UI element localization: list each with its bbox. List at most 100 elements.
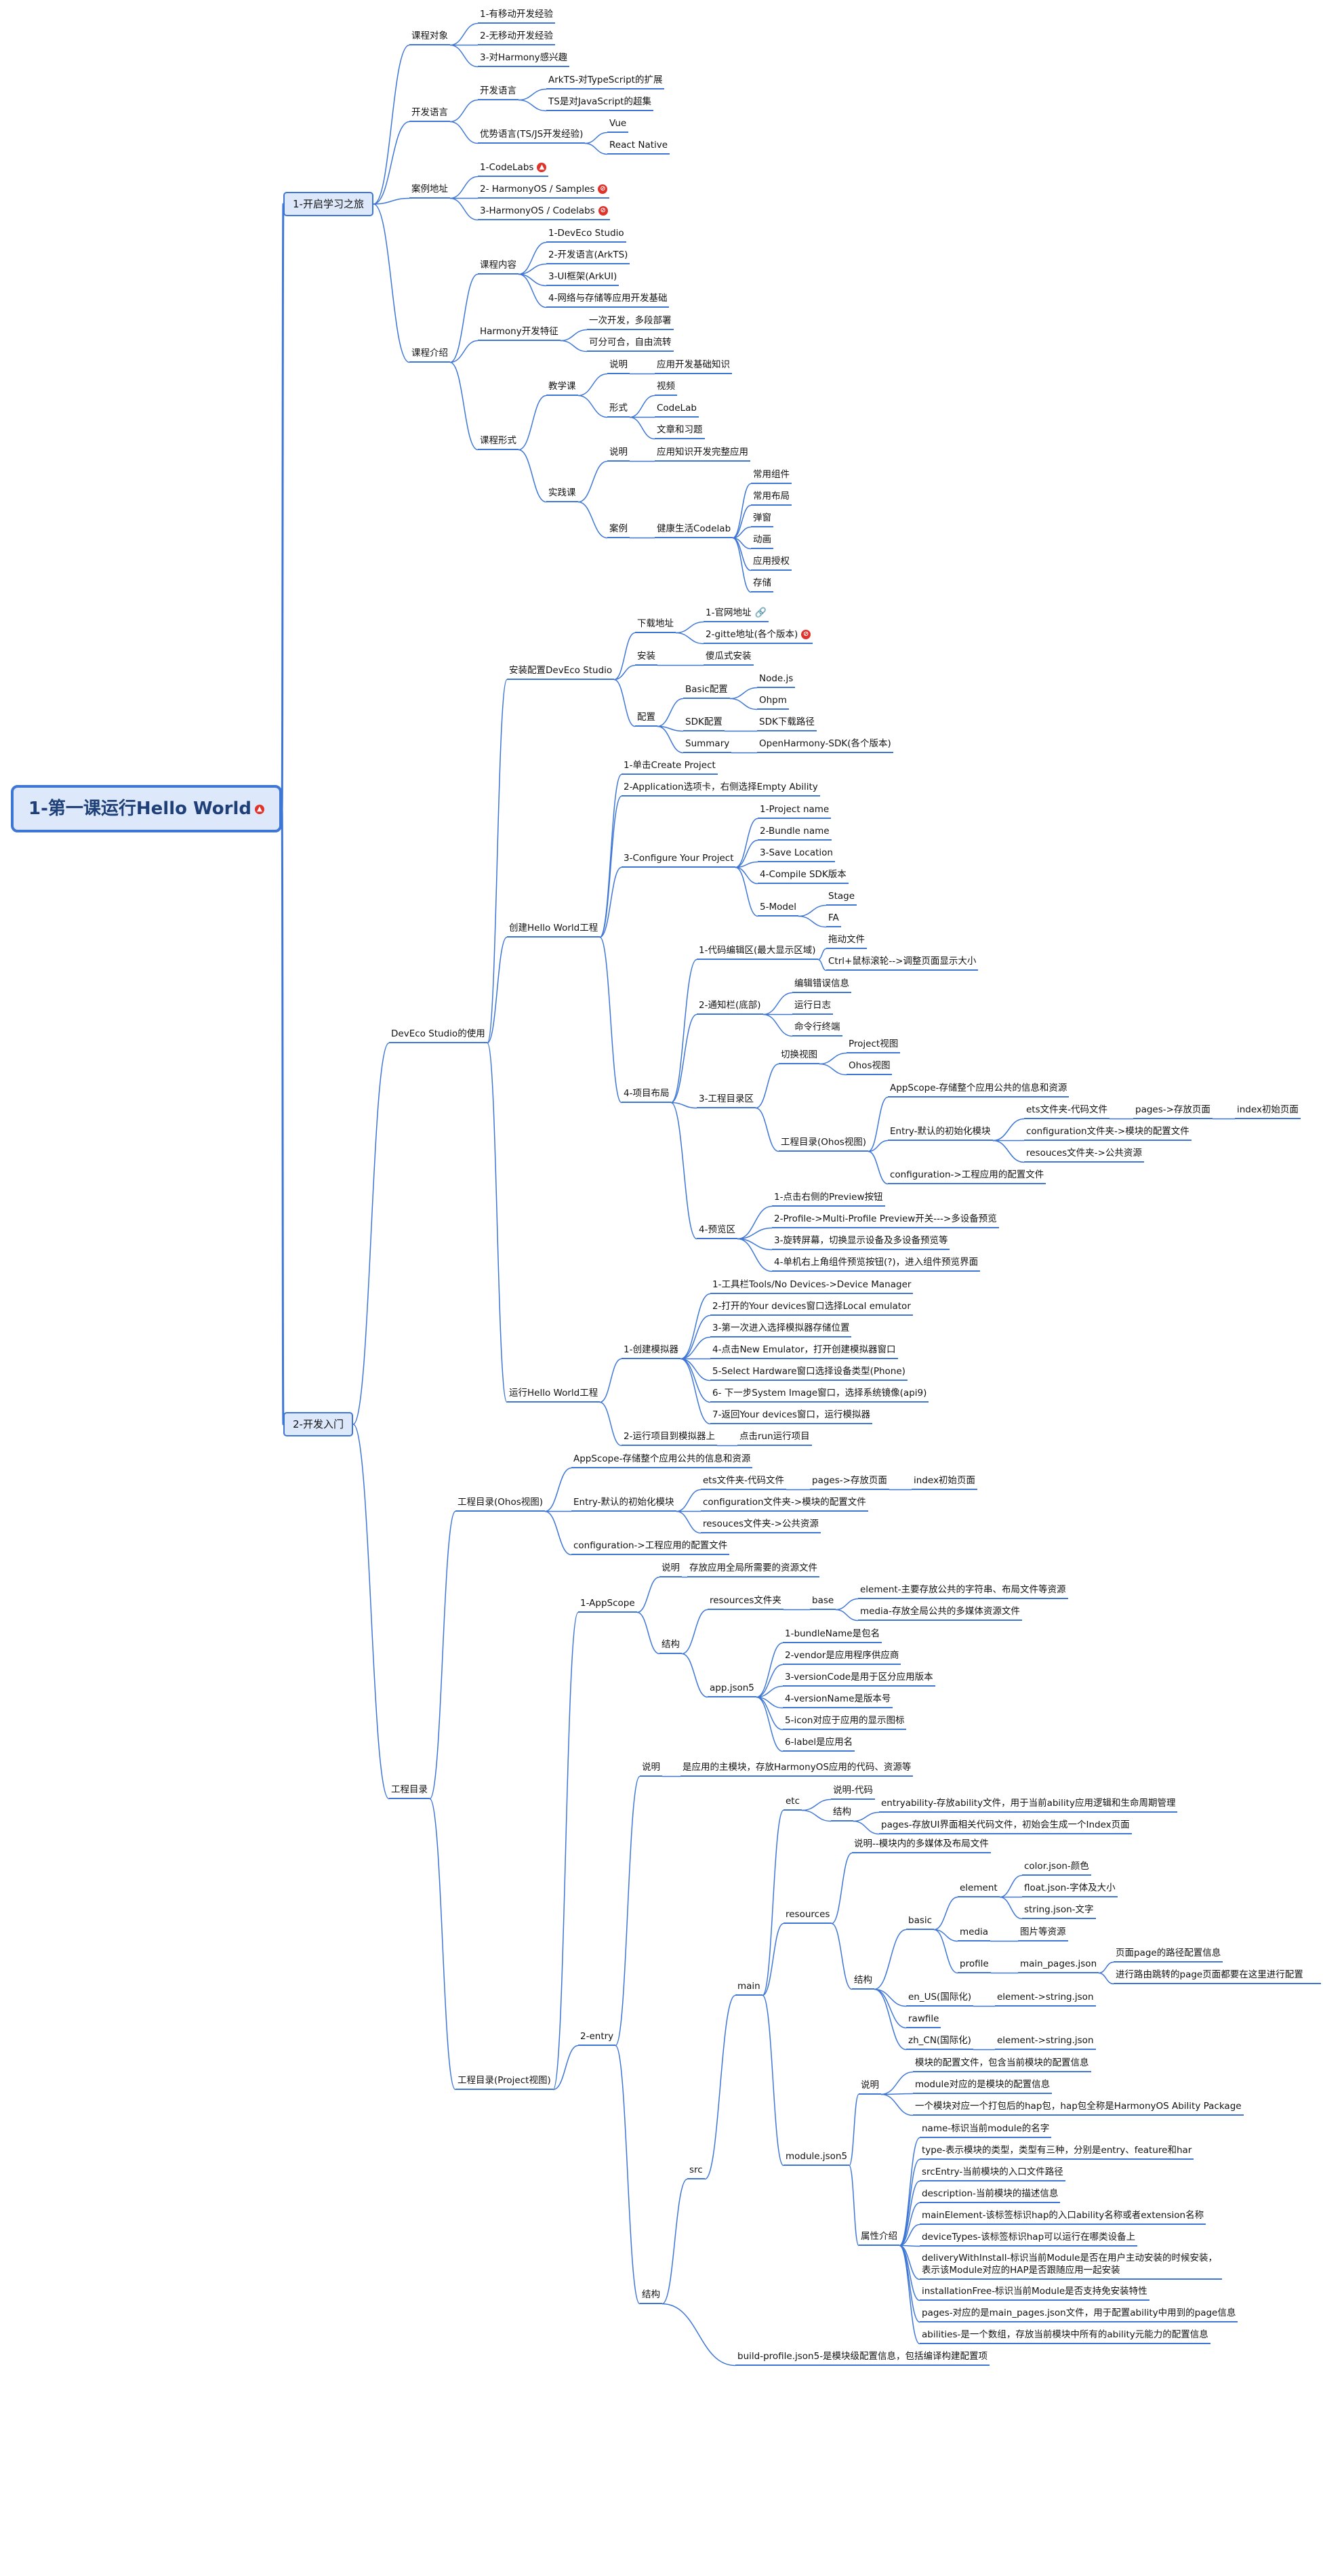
topic-node-basic[interactable]: Basic配置	[683, 683, 730, 699]
topic-node-7-your-devices[interactable]: 7-返回Your devices窗口，运行模拟器	[710, 1409, 872, 1424]
topic-node-1[interactable]: 1-创建模拟器	[622, 1344, 680, 1359]
topic-node[interactable]: 傻瓜式安装	[704, 650, 754, 666]
topic-node-media[interactable]: media	[958, 1926, 991, 1941]
topic-node-module[interactable]: module对应的是模块的配置信息	[913, 2078, 1053, 2094]
topic-node[interactable]: 安装	[635, 650, 657, 666]
topic-node[interactable]: 结构	[852, 1974, 874, 1990]
topic-node-codelab[interactable]: 健康生活Codelab	[655, 523, 733, 538]
topic-node-color-json[interactable]: color.json-颜色	[1022, 1860, 1091, 1876]
topic-node-configuration[interactable]: configuration文件夹->模块的配置文件	[701, 1496, 868, 1512]
topic-node-abilities-ability[interactable]: abilities-是一个数组，存放当前模块中所有的ability元能力的配置信…	[920, 2329, 1210, 2344]
topic-node-summary[interactable]: Summary	[683, 738, 732, 753]
topic-node[interactable]: 说明--模块内的多媒体及布局文件	[852, 1838, 991, 1853]
topic-node[interactable]: 实践课	[546, 487, 578, 502]
topic-node-ts-javascript[interactable]: TS是对JavaScript的超集	[546, 96, 653, 111]
topic-node-arkts-typescript[interactable]: ArkTS-对TypeScript的扩展	[546, 74, 665, 89]
topic-node-4[interactable]: 4-预览区	[697, 1224, 737, 1239]
topic-node[interactable]: 模块的配置文件，包含当前模块的配置信息	[913, 2057, 1091, 2072]
topic-node-main-pages-json[interactable]: main_pages.json	[1018, 1958, 1099, 1973]
topic-node-hap-hap-harmonyos-ability-package[interactable]: 一个模块对应一个打包后的hap包，hap包全称是HarmonyOS Abilit…	[913, 2100, 1244, 2116]
topic-node-2-harmonyos-samples[interactable]: 2- HarmonyOS / Samples⊘	[478, 183, 610, 199]
topic-node-harmony[interactable]: Harmony开发特征	[478, 325, 561, 341]
topic-node-hello-world[interactable]: 运行Hello World工程	[507, 1387, 601, 1403]
topic-node-ohos[interactable]: Ohos视图	[847, 1060, 893, 1075]
topic-node-2[interactable]: 2-通知栏(底部)	[697, 999, 763, 1015]
topic-node-element[interactable]: element	[958, 1882, 1000, 1897]
topic-node-2[interactable]: 2-开发入门	[283, 1412, 353, 1436]
topic-node[interactable]: 动画	[751, 534, 773, 549]
topic-node-name-module[interactable]: name-标识当前module的名字	[920, 2122, 1052, 2138]
topic-node[interactable]: 应用开发基础知识	[655, 359, 732, 374]
topic-node-type-entry-feature-har[interactable]: type-表示模块的类型，类型有三种，分别是entry、feature和har	[920, 2144, 1194, 2160]
link-icon[interactable]: 🔗	[754, 607, 767, 618]
topic-node-element-string-json[interactable]: element->string.json	[995, 1991, 1096, 2007]
topic-node-pages[interactable]: pages->存放页面	[1133, 1104, 1213, 1119]
topic-node-1[interactable]: 1-官网地址🔗	[704, 607, 769, 622]
topic-node-2-bundle-name[interactable]: 2-Bundle name	[758, 825, 832, 841]
topic-node-1-create-project[interactable]: 1-单击Create Project	[622, 759, 718, 775]
topic-node-index[interactable]: index初始页面	[1235, 1104, 1301, 1119]
topic-node-4[interactable]: 4-单机右上角组件预览按钮(?)，进入组件预览界面	[772, 1256, 981, 1272]
topic-node-5-select-hardware-phone[interactable]: 5-Select Hardware窗口选择设备类型(Phone)	[710, 1365, 908, 1381]
topic-node-1-bundlename[interactable]: 1-bundleName是包名	[783, 1628, 882, 1643]
topic-node[interactable]: 案例	[607, 523, 630, 538]
topic-node-pages[interactable]: pages->存放页面	[810, 1474, 889, 1490]
topic-node-description[interactable]: description-当前模块的描述信息	[920, 2188, 1061, 2203]
topic-node-project[interactable]: 工程目录(Project视图)	[455, 2074, 553, 2090]
topic-node-configuration[interactable]: configuration文件夹->模块的配置文件	[1024, 1125, 1192, 1141]
topic-node[interactable]: 存储	[751, 577, 773, 592]
topic-node-installationfree-module[interactable]: installationFree-标识当前Module是否支持免安装特性	[920, 2285, 1149, 2301]
root-topic[interactable]: 1-第一课运行Hello World▲	[11, 785, 282, 832]
topic-node-5-model[interactable]: 5-Model	[758, 901, 798, 917]
topic-node[interactable]: 结构	[831, 1806, 853, 1822]
topic-node-etc[interactable]: etc	[783, 1795, 802, 1811]
topic-node[interactable]: 教学课	[546, 380, 578, 396]
topic-node-3[interactable]: 3-工程目录区	[697, 1093, 756, 1108]
topic-node-stage[interactable]: Stage	[826, 890, 857, 906]
topic-node-deveco-studio[interactable]: 安装配置DevEco Studio	[507, 664, 615, 680]
topic-node[interactable]: 下载地址	[635, 618, 676, 633]
topic-node-2-application-empty-ability[interactable]: 2-Application选项卡，右侧选择Empty Ability	[622, 781, 820, 797]
topic-node[interactable]: 课程形式	[478, 435, 518, 450]
topic-node-build-profile-json5[interactable]: build-profile.json5-是模块级配置信息，包括编译构建配置项	[735, 2350, 990, 2366]
topic-node-appscope[interactable]: AppScope-存储整个应用公共的信息和资源	[571, 1453, 753, 1468]
topic-node-2-gitte[interactable]: 2-gitte地址(各个版本)⊘	[704, 628, 813, 644]
topic-node-basic[interactable]: basic	[906, 1914, 935, 1930]
topic-node-srcentry[interactable]: srcEntry-当前模块的入口文件路径	[920, 2166, 1065, 2181]
topic-node-pages-main-pages-json-ability-page[interactable]: pages-对应的是main_pages.json文件，用于配置ability中…	[920, 2307, 1238, 2322]
topic-node[interactable]: 工程目录	[389, 1784, 430, 1799]
topic-node-1[interactable]: 1-开启学习之旅	[283, 192, 373, 216]
topic-node[interactable]: 可分可合，自由流转	[587, 336, 674, 352]
topic-node-mainelement-hap-ability-extension[interactable]: mainElement-该标签标识hap的入口ability名称或者extens…	[920, 2209, 1206, 2225]
topic-node-4[interactable]: 4-网络与存储等应用开发基础	[546, 292, 670, 308]
topic-node-hello-world[interactable]: 创建Hello World工程	[507, 922, 601, 938]
topic-node[interactable]: 案例地址	[409, 183, 450, 199]
topic-node-appscope[interactable]: AppScope-存储整个应用公共的信息和资源	[888, 1082, 1070, 1098]
topic-node-ets[interactable]: ets文件夹-代码文件	[701, 1474, 787, 1490]
topic-node-run[interactable]: 点击run运行项目	[737, 1430, 812, 1446]
topic-node-react-native[interactable]: React Native	[607, 139, 670, 155]
topic-node-1-codelabs[interactable]: 1-CodeLabs▲	[478, 161, 549, 177]
topic-node[interactable]: 视频	[655, 380, 677, 396]
topic-node-1-tools-no-devices-device-manager[interactable]: 1-工具栏Tools/No Devices->Device Manager	[710, 1279, 914, 1294]
topic-node-zh-cn[interactable]: zh_CN(国际化)	[906, 2034, 973, 2050]
topic-node-1-appscope[interactable]: 1-AppScope	[578, 1597, 637, 1613]
topic-node-page[interactable]: 进行路由跳转的page页面都要在这里进行配置	[1114, 1969, 1321, 1984]
topic-node-ohos[interactable]: 工程目录(Ohos视图)	[455, 1496, 546, 1512]
topic-node[interactable]: 文章和习题	[655, 424, 705, 439]
topic-node-deveco-studio[interactable]: DevEco Studio的使用	[389, 1028, 487, 1043]
topic-node-element-string-json[interactable]: element->string.json	[995, 2034, 1096, 2050]
topic-node-3-save-location[interactable]: 3-Save Location	[758, 847, 835, 862]
topic-node-node-js[interactable]: Node.js	[757, 672, 796, 688]
topic-node[interactable]: 说明-代码	[831, 1784, 875, 1800]
topic-node-2[interactable]: 2-运行项目到模拟器上	[622, 1430, 717, 1446]
topic-node-4[interactable]: 4-项目布局	[622, 1087, 672, 1103]
topic-node-1-preview[interactable]: 1-点击右侧的Preview按钮	[772, 1191, 885, 1207]
topic-node[interactable]: 应用授权	[751, 555, 792, 571]
topic-node-project[interactable]: Project视图	[847, 1038, 901, 1053]
topic-node[interactable]: 应用知识开发完整应用	[655, 446, 750, 462]
topic-node[interactable]: 切换视图	[779, 1049, 819, 1064]
topic-node-2-arkts[interactable]: 2-开发语言(ArkTS)	[546, 249, 630, 264]
topic-node[interactable]: 属性介绍	[859, 2230, 899, 2246]
topic-node-6-label[interactable]: 6-label是应用名	[783, 1736, 855, 1752]
